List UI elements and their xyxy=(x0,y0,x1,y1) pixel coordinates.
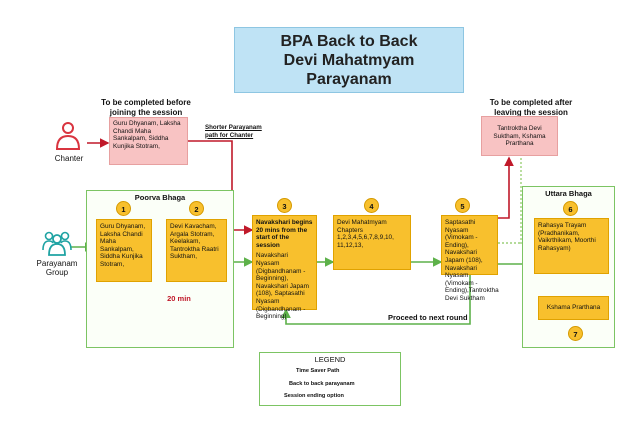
legend-title: LEGEND xyxy=(314,355,346,364)
next-round-loop-arrow xyxy=(281,275,471,325)
chanter-icon xyxy=(55,121,81,151)
shorter-path-label: Shorter Parayanam path for Chanter xyxy=(205,124,262,139)
group-icon xyxy=(42,230,72,256)
diagram-title: BPA Back to Back Devi Mahatmyam Parayana… xyxy=(234,27,464,93)
before-session-heading: To be completed before joining the sessi… xyxy=(101,98,191,117)
time-saver-to-step3-arrow xyxy=(187,140,254,235)
time-saver-to-after-arrow xyxy=(494,156,514,222)
chanter-label: Chanter xyxy=(54,154,84,163)
legend-time-saver: Time Saver Path xyxy=(296,368,340,374)
step-3-text: Navakshari Nyasam (Digbandhanam - Beginn… xyxy=(256,252,309,321)
poorva-bhaga-title: Poorva Bhaga xyxy=(134,193,186,202)
step-2-box: Devi Kavacham, Argala Stotram, Keelakam,… xyxy=(166,219,227,282)
group-label: Parayanam Group xyxy=(36,259,78,277)
step-5-badge: 5 xyxy=(455,198,470,213)
kshama-prarthana-box: Kshama Prarthana xyxy=(538,296,609,320)
step-3-box: Navakshari begins 20 mins from the start… xyxy=(252,215,317,320)
step-3-highlight: Navakshari begins 20 mins from the start… xyxy=(256,219,313,249)
chanter-pre-box: Guru Dhyanam, Laksha Chandi Maha Sankalp… xyxy=(109,117,188,165)
legend-back-to-back: Back to back parayanam xyxy=(289,381,355,387)
step-4-box: Devi Mahatmyam Chapters 1,2,3,4,5,6,7,8,… xyxy=(333,215,411,270)
step-7-badge: 7 xyxy=(568,326,583,341)
step-4-badge: 4 xyxy=(364,198,379,213)
step-2-badge: 2 xyxy=(189,201,204,216)
uttara-bhaga-title: Uttara Bhaga xyxy=(545,189,592,198)
step-1-badge: 1 xyxy=(116,201,131,216)
step-3-badge: 3 xyxy=(277,198,292,213)
step-1-box: Guru Dhyanam, Laksha Chandi Maha Sankalp… xyxy=(96,219,152,282)
next-round-label: Proceed to next round xyxy=(388,313,468,322)
legend: LEGEND xyxy=(259,352,401,406)
after-session-heading: To be completed after leaving the sessio… xyxy=(489,98,573,117)
duration-label: 20 min xyxy=(167,294,191,303)
step-6-box: Rahasya Trayam (Pradhanikam, Vaikrthikam… xyxy=(534,218,609,274)
post-session-box: Tantroktha Devi Suktham, Kshama Prarthan… xyxy=(481,116,558,156)
legend-session-ending: Session ending option xyxy=(284,393,344,399)
step-6-badge: 6 xyxy=(563,201,578,216)
step-5-box: Saptasathi Nyasam (Vimokam - Ending), Na… xyxy=(441,215,499,302)
